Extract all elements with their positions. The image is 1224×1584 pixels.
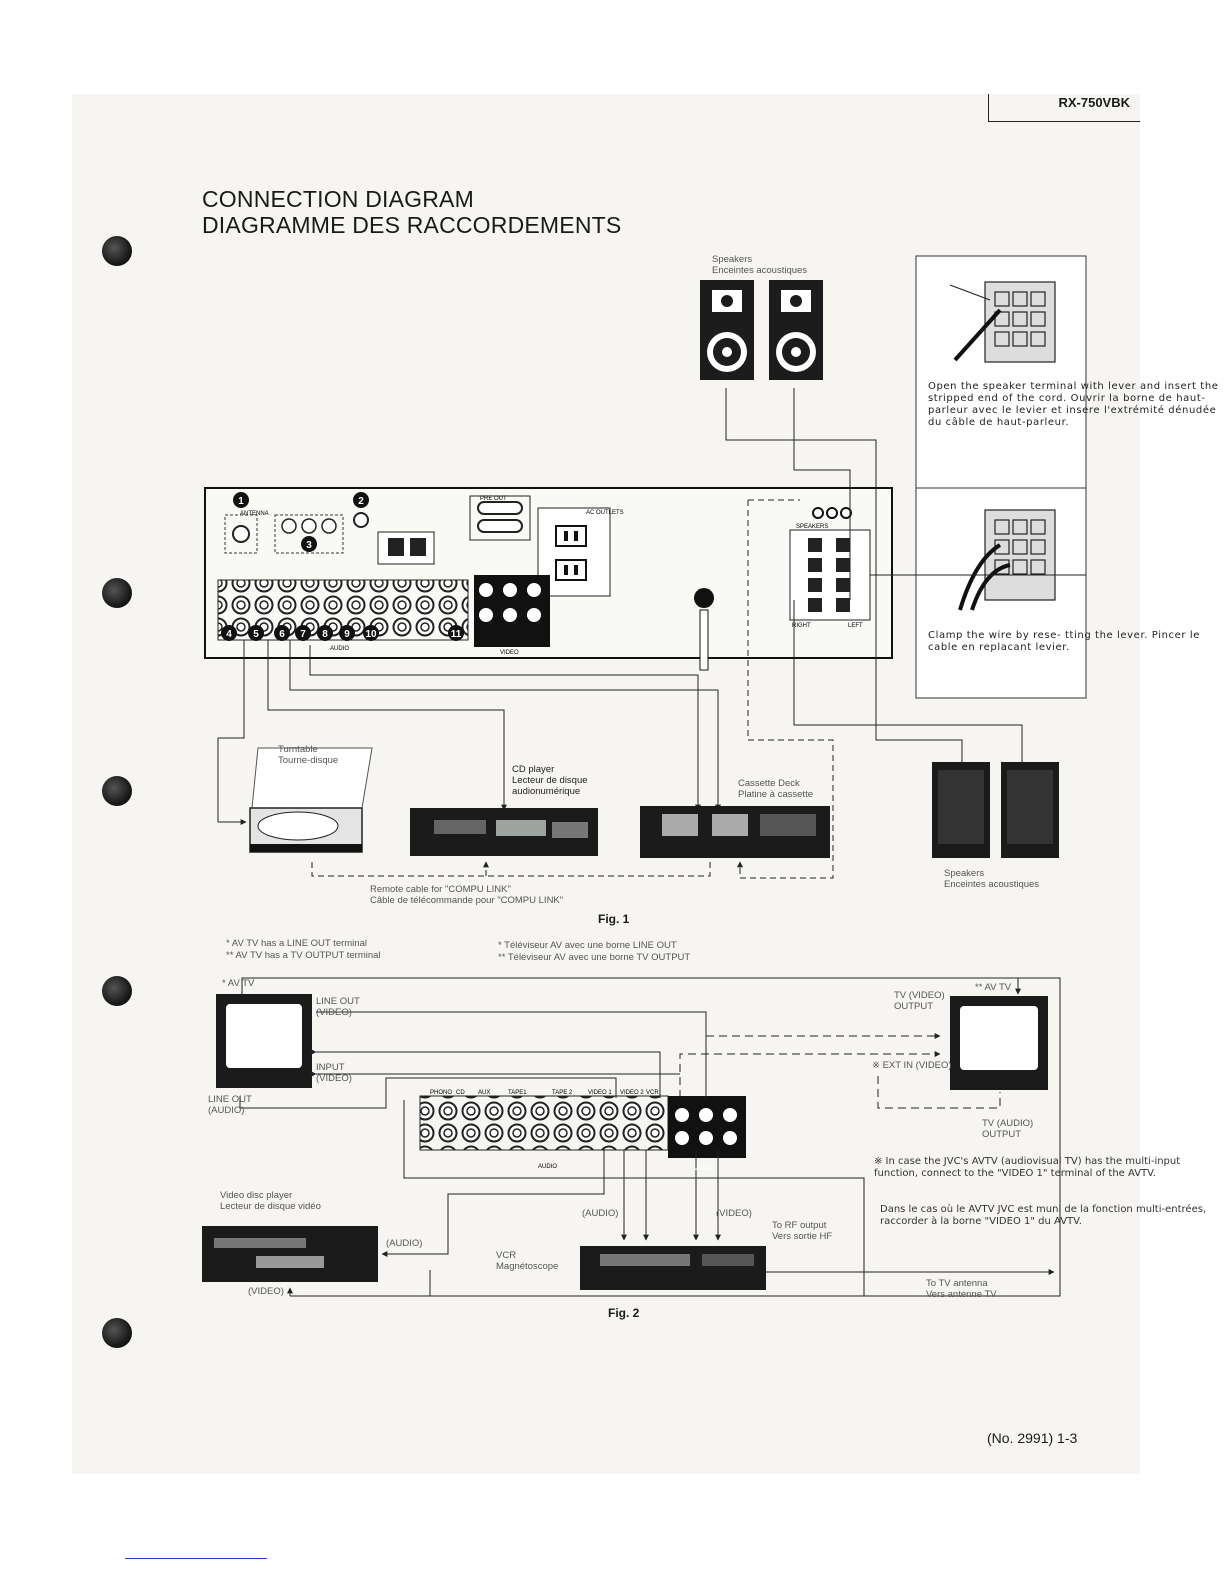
instruction-open-text: Open the speaker terminal with lever and… bbox=[928, 381, 1219, 428]
binder-hole bbox=[102, 1318, 132, 1348]
tv-audio-output-label: TV (AUDIO) OUTPUT bbox=[982, 1118, 1034, 1140]
fig2-label-vcr: VCR bbox=[646, 1090, 659, 1096]
fig1-cables bbox=[217, 388, 1086, 879]
line-out-video-label: LINE OUT (VIDEO) bbox=[316, 996, 360, 1018]
note-fr-1: * Téléviseur AV avec une borne LINE OUT bbox=[498, 940, 677, 951]
callout-2: 2 bbox=[358, 496, 364, 507]
callout-markers: 1 2 3 4 5 6 7 8 9 10 11 bbox=[221, 492, 464, 641]
binder-hole bbox=[102, 578, 132, 608]
vdp-video-label: (VIDEO) bbox=[248, 1286, 284, 1297]
fig2-label-tape2: TAPE 2 bbox=[552, 1090, 573, 1096]
binder-hole bbox=[102, 976, 132, 1006]
turntable bbox=[249, 747, 373, 853]
turntable-label: Turntable Tourne-disque bbox=[278, 744, 339, 766]
title-english: CONNECTION DIAGRAM bbox=[202, 186, 474, 212]
instruction-clamp-text: Clamp the wire by rese- tting the lever.… bbox=[928, 630, 1200, 653]
panel-label-video: VIDEO bbox=[500, 650, 519, 656]
fig2-label-video: VIDEO bbox=[694, 1166, 713, 1172]
video-disc-player-label: Video disc player Lecteur de disque vidé… bbox=[220, 1190, 321, 1212]
fig2-label-phono: PHONO bbox=[430, 1090, 452, 1096]
avtv-note-fr: Dans le cas où le AVTV JVC est muni de l… bbox=[880, 1204, 1207, 1227]
receiver-jack-panel bbox=[419, 1095, 746, 1158]
tv-video-output-label: TV (VIDEO) OUTPUT bbox=[894, 990, 945, 1012]
model-number: RX-750VBK bbox=[988, 94, 1140, 122]
fig2-label-tape1: TAPE1 bbox=[508, 1090, 527, 1096]
speaker-top-left bbox=[700, 280, 754, 380]
fig2-label-video1: VIDEO 1 bbox=[588, 1090, 612, 1096]
fig2-label-aux: AUX bbox=[478, 1090, 490, 1096]
panel-label-right: RIGHT bbox=[792, 623, 811, 629]
speaker-top-right bbox=[769, 280, 823, 380]
fig2-cables bbox=[239, 977, 1061, 1297]
page-number: (No. 2991) 1-3 bbox=[987, 1430, 1078, 1446]
speakers-top-label: Speakers Enceintes acoustiques bbox=[712, 254, 808, 276]
speaker-bottom-right bbox=[1001, 762, 1059, 858]
fig2-label-video2: VIDEO 2 bbox=[620, 1090, 644, 1096]
line-out-audio-label: LINE OUT (AUDIO) bbox=[208, 1094, 252, 1116]
panel-label-audio: AUDIO bbox=[330, 646, 349, 652]
title-french: DIAGRAMME DES RACCORDEMENTS bbox=[202, 212, 622, 238]
speaker-terminal-illustration bbox=[949, 281, 1056, 611]
fig2-label-audio: AUDIO bbox=[538, 1164, 557, 1170]
callout-9: 9 bbox=[344, 629, 350, 640]
cassette-deck bbox=[640, 806, 830, 858]
fig1-caption: Fig. 1 bbox=[598, 912, 630, 926]
cd-player-label: CD player Lecteur de disque audionumériq… bbox=[512, 764, 588, 797]
av-tv-right bbox=[950, 996, 1048, 1090]
av-tv-left bbox=[216, 994, 312, 1088]
receiver-rear-panel bbox=[204, 487, 893, 671]
callout-6: 6 bbox=[279, 629, 285, 640]
vcr-video-label: (VIDEO) bbox=[716, 1208, 752, 1219]
callout-7: 7 bbox=[300, 629, 306, 640]
callout-5: 5 bbox=[253, 629, 259, 640]
fig2-caption: Fig. 2 bbox=[608, 1306, 640, 1320]
av-tv-right-label: ** AV TV bbox=[975, 982, 1012, 993]
note-en-2: ** AV TV has a TV OUTPUT terminal bbox=[226, 950, 381, 961]
speakers-bottom-label: Speakers Enceintes acoustiques bbox=[944, 868, 1040, 890]
remote-cable-label: Remote cable for "COMPU LINK" Câble de t… bbox=[370, 884, 564, 906]
panel-label-pre-out: PRE OUT bbox=[480, 496, 507, 502]
tv-antenna-label: To TV antenna Vers antenne TV bbox=[926, 1278, 997, 1300]
cd-player bbox=[410, 808, 598, 856]
video-disc-player bbox=[202, 1226, 378, 1282]
vcr-audio-label: (AUDIO) bbox=[582, 1208, 619, 1219]
callout-3: 3 bbox=[306, 540, 312, 551]
rf-output-label: To RF output Vers sortie HF bbox=[772, 1220, 833, 1242]
binder-hole bbox=[102, 236, 132, 266]
vcr bbox=[580, 1246, 766, 1290]
cassette-deck-label: Cassette Deck Platine à cassette bbox=[738, 778, 813, 800]
avtv-note-en: ※ In case the JVC's AVTV (audiovisual TV… bbox=[874, 1156, 1181, 1179]
vcr-label: VCR Magnétoscope bbox=[496, 1250, 559, 1272]
note-en-1: * AV TV has a LINE OUT terminal bbox=[226, 938, 367, 949]
av-tv-left-label: * AV TV bbox=[222, 978, 255, 989]
callout-10: 10 bbox=[365, 629, 377, 640]
callout-8: 8 bbox=[322, 629, 328, 640]
panel-label-antenna: ANTENNA bbox=[240, 511, 269, 517]
binder-hole bbox=[102, 776, 132, 806]
input-video-label: INPUT (VIDEO) bbox=[316, 1062, 352, 1084]
panel-label-ac-outlets: AC OUTLETS bbox=[586, 510, 624, 516]
speaker-bottom-left bbox=[932, 762, 990, 858]
fig2-label-cd: CD bbox=[456, 1090, 465, 1096]
panel-label-left: LEFT bbox=[848, 623, 863, 629]
bottom-rule bbox=[125, 1558, 267, 1559]
callout-4: 4 bbox=[226, 629, 232, 640]
callout-1: 1 bbox=[238, 496, 244, 507]
ext-in-label: ※ EXT IN (VIDEO) bbox=[872, 1060, 952, 1071]
panel-label-speakers: SPEAKERS bbox=[796, 524, 828, 530]
note-fr-2: ** Téléviseur AV avec une borne TV OUTPU… bbox=[498, 952, 691, 963]
callout-11: 11 bbox=[451, 629, 462, 640]
vdp-audio-label: (AUDIO) bbox=[386, 1238, 423, 1249]
